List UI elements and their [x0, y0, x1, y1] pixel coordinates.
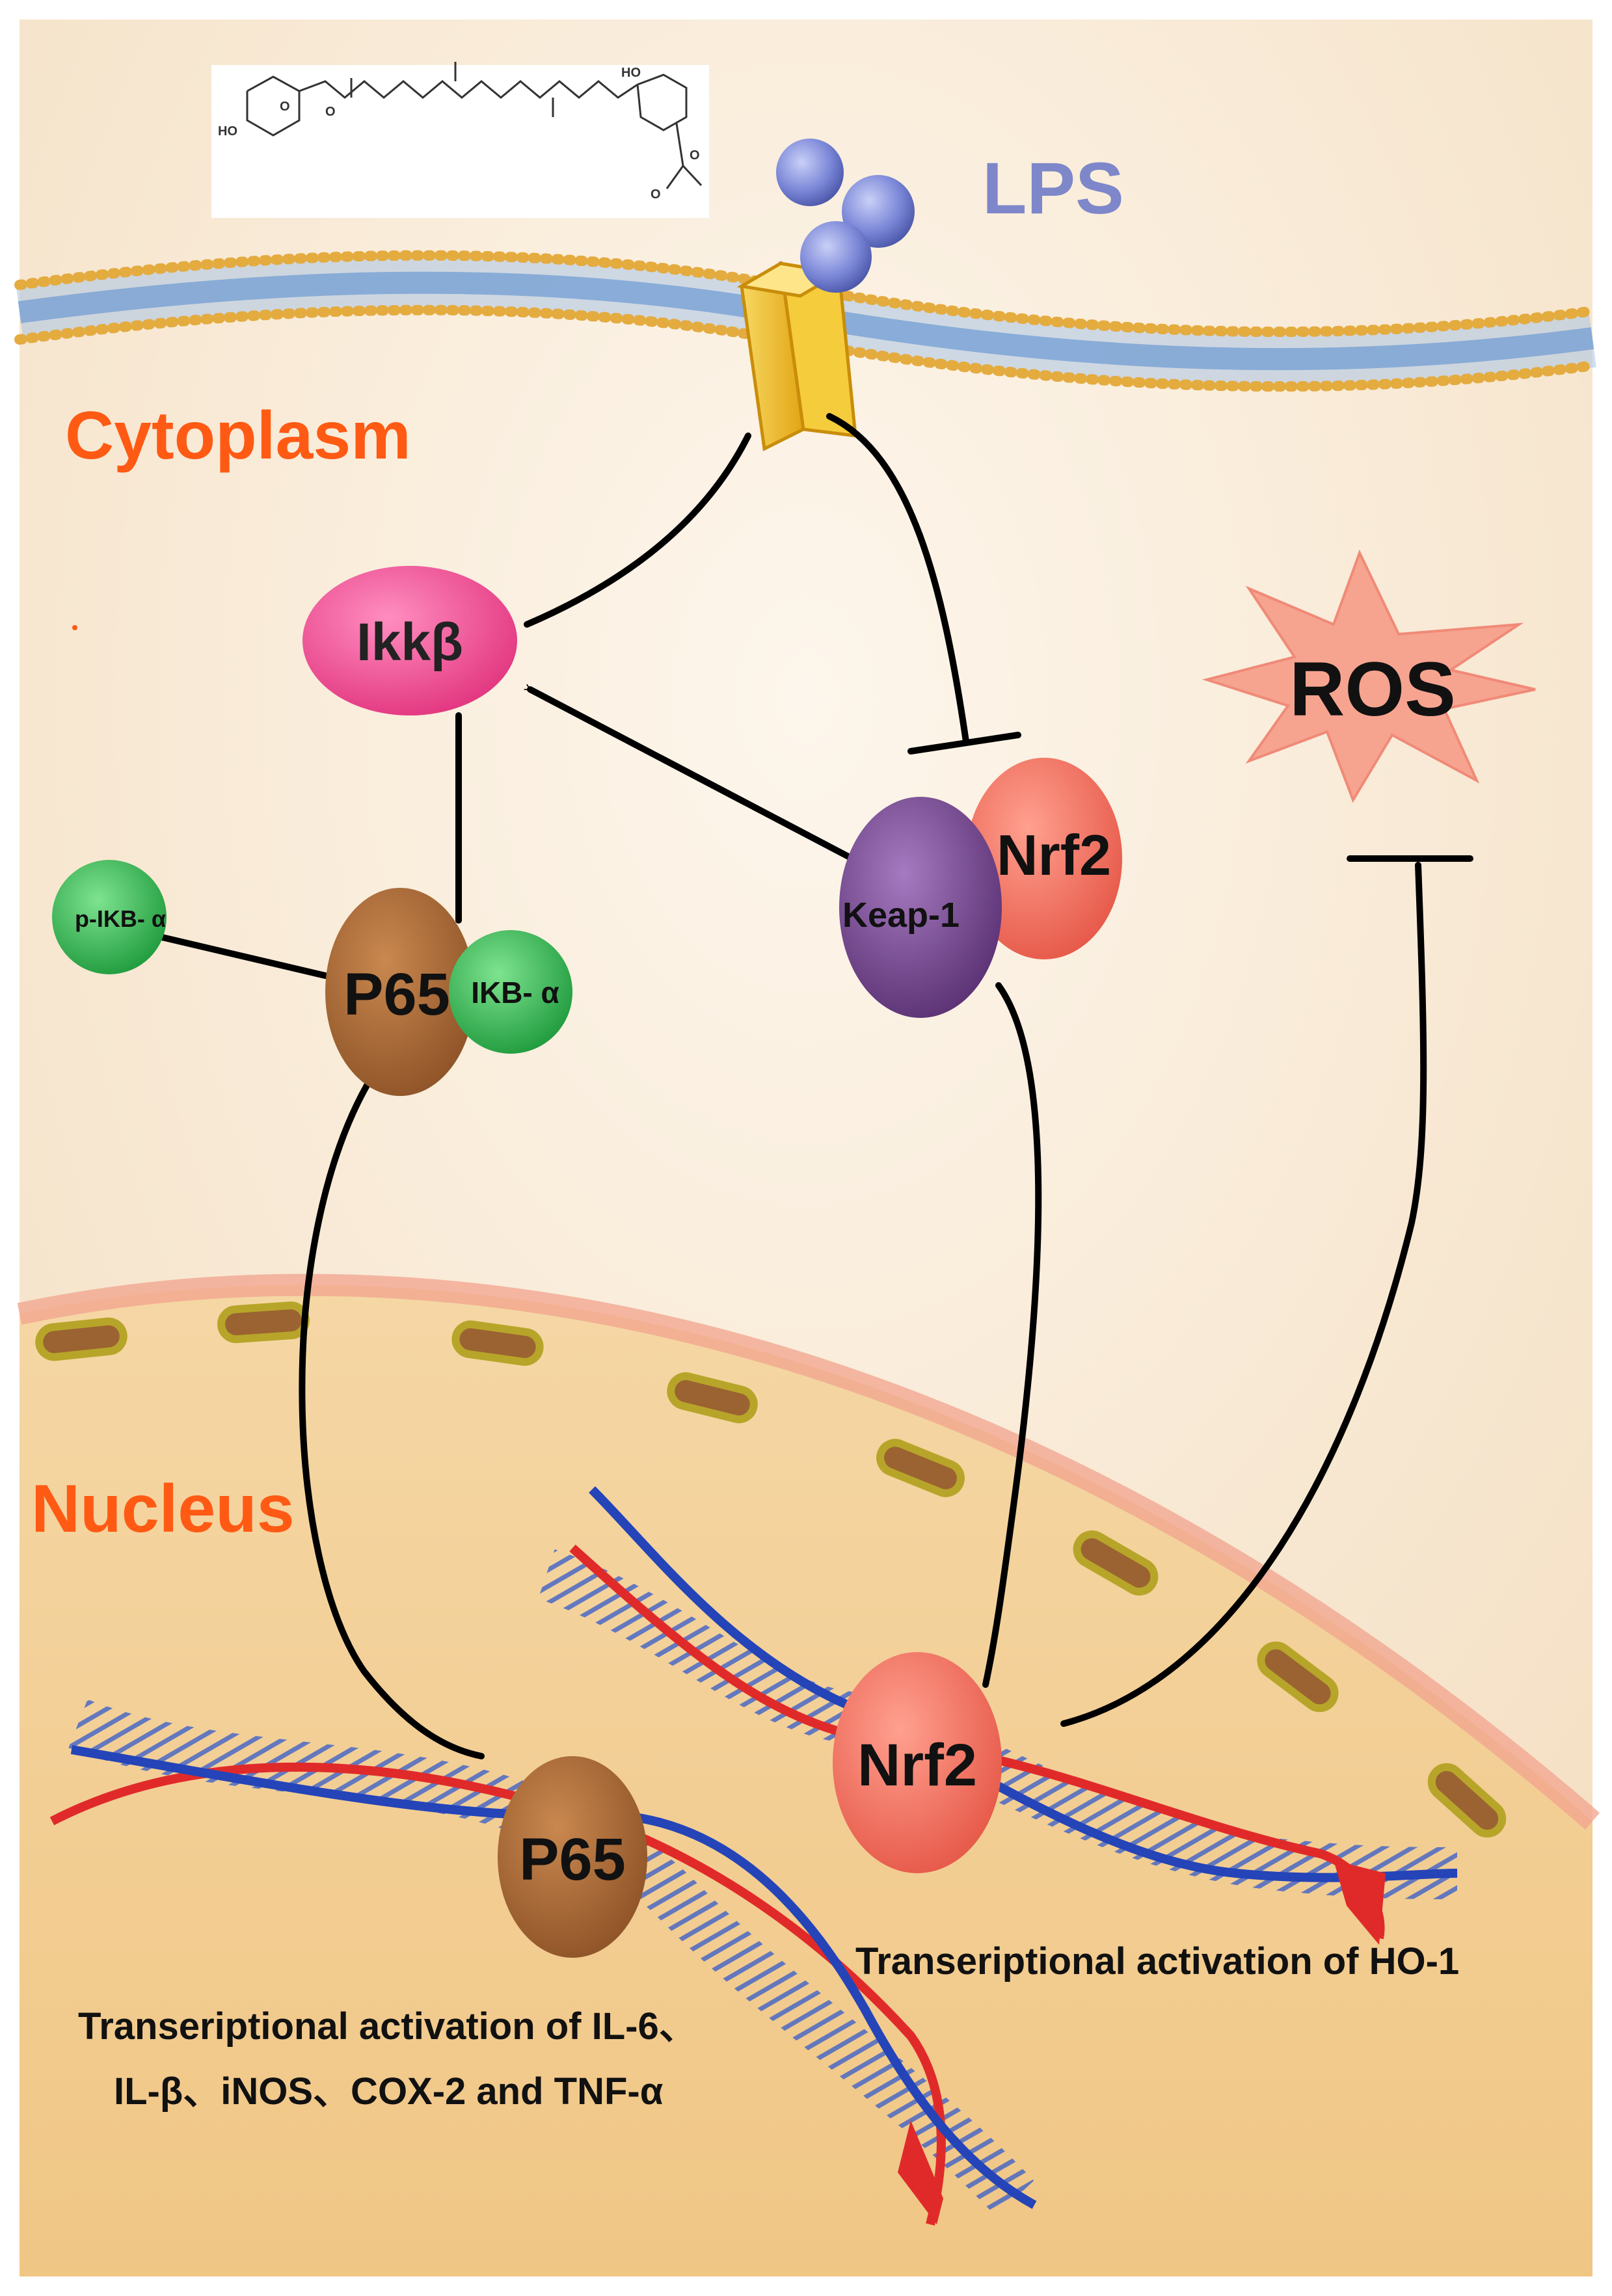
lps-label: LPS — [982, 148, 1124, 229]
p65-cytoplasm-label: P65 — [343, 961, 450, 1028]
molecule-label-ho-left: HO — [218, 124, 237, 139]
molecule-label-o-ester: O — [690, 148, 700, 163]
molecule-label-ho-right: HO — [621, 66, 641, 80]
molecule-structure: HO O O HO O O — [211, 62, 709, 218]
p-ikb-node: p-IKB- α — [52, 860, 167, 974]
arrow-p65-to-p-ikb — [156, 933, 329, 979]
arrow-receptor-to-ikkb — [524, 433, 751, 628]
stray-dot — [72, 625, 77, 630]
arrow-ikkb-keap1-bidirectional — [530, 689, 855, 862]
dna-strand-left — [49, 1699, 1037, 2226]
molecule-label-o-epoxide: O — [280, 100, 290, 114]
nrf2-cytoplasm-label: Nrf2 — [997, 823, 1111, 887]
p-ikb-label: p-IKB- α — [75, 905, 166, 932]
p65-nucleus-label: P65 — [519, 1826, 626, 1893]
keap1-label: Keap-1 — [842, 896, 960, 935]
ikkb-label: Ikkβ — [356, 613, 463, 672]
molecule-label-o-ketone: O — [325, 105, 336, 119]
ros-node: ROS — [1202, 549, 1536, 803]
nrf2-nucleus-node: Nrf2 — [833, 1652, 1002, 1873]
ros-label: ROS — [1289, 647, 1456, 732]
cytokine-caption-line2: IL-β、iNOS、COX-2 and TNF-α — [114, 2070, 664, 2113]
inhibit-nrf2-to-ros — [1060, 862, 1427, 1727]
molecule-label-o-carbonyl: O — [651, 187, 661, 202]
nucleus-label: Nucleus — [31, 1471, 295, 1547]
arrow-p65-to-nucleus — [299, 1070, 485, 1759]
p65-ikb-complex: P65 IKB- α — [325, 888, 572, 1096]
tlr-receptor — [736, 260, 857, 451]
p65-cytoplasm-node — [325, 888, 475, 1096]
cytoplasm-label: Cytoplasm — [65, 398, 411, 474]
lps-molecule — [776, 139, 915, 293]
arrow-nrf2-to-nucleus — [982, 982, 1042, 1688]
nrf2-cytoplasm-node — [966, 758, 1122, 959]
keap1-node — [839, 797, 1002, 1018]
nucleus-region — [20, 1285, 1592, 2276]
keap1-nrf2-complex: Nrf2 Keap-1 — [839, 758, 1122, 1018]
p65-nucleus-node: P65 — [498, 1756, 647, 1958]
ho1-caption: Transeriptional activation of HO-1 — [855, 1940, 1459, 1982]
ikkb-node: Ikkβ — [302, 566, 517, 715]
inhibit-bar-keap1 — [907, 732, 1021, 754]
inhibit-receptor-to-keap1 — [826, 413, 969, 745]
nrf2-nucleus-label: Nrf2 — [857, 1732, 977, 1798]
cytokine-caption-line1: Transeriptional activation of IL-6、 — [78, 2005, 697, 2048]
ikb-label: IKB- α — [471, 976, 559, 1009]
ikb-node — [449, 930, 572, 1054]
nuclear-envelope — [17, 1274, 1600, 1830]
pathway-arrows — [156, 413, 1473, 1759]
